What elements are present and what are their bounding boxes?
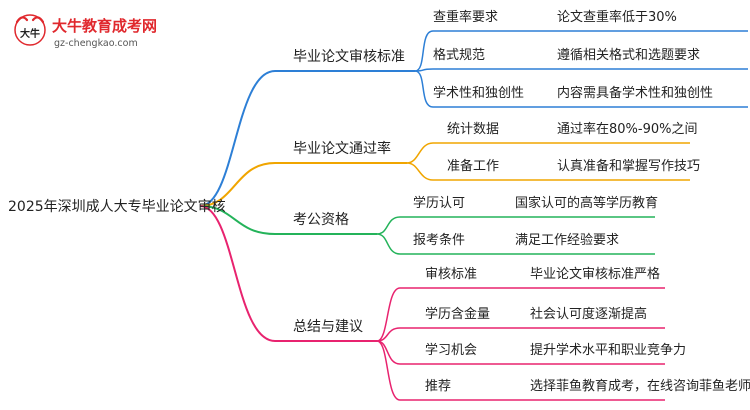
bull-emblem-icon: 大牛 [14, 14, 46, 46]
edge-branch-to-subtopic [376, 216, 401, 235]
detail-text: 内容需具备学术性和独创性 [557, 85, 713, 101]
edge-root-to-branch [199, 162, 276, 207]
subtopic: 查重率要求 [433, 9, 498, 25]
edge-branch-to-subtopic [414, 70, 434, 108]
detail-text: 满足工作经验要求 [515, 232, 619, 248]
mind-map-nodes: 毕业论文审核标准 查重率要求 论文查重率低于30% 格式规范 遵循相关格式和选题要求学术… [293, 9, 750, 394]
edge-branch-to-subtopic [376, 340, 401, 365]
edge-branch-to-subtopic [376, 233, 401, 255]
edge-root-to-branch [199, 70, 276, 207]
site-logo: 大牛 大牛教育成考网 gz-chengkao.com [14, 14, 157, 49]
subtopic: 统计数据 [447, 122, 499, 137]
subtopic: 审核标准 [425, 267, 477, 282]
subtopic: 报考条件 [413, 232, 465, 248]
subtopic: 学历认可 [413, 195, 465, 211]
branch-topic: 考公资格 [293, 212, 349, 228]
subtopic: 准备工作 [447, 158, 499, 174]
logo-emblem-text: 大牛 [20, 27, 40, 40]
detail-text: 遵循相关格式和选题要求 [557, 47, 700, 63]
detail-text: 毕业论文审核标准严格 [530, 266, 660, 282]
edge-branch-to-subtopic [376, 287, 401, 342]
subtopic: 学历含金量 [425, 306, 490, 322]
subtopic: 学术性和独创性 [433, 85, 524, 101]
edge-branch-to-subtopic [414, 30, 434, 72]
logo-title: 大牛教育成考网 [52, 17, 157, 35]
edge-branch-to-subtopic [376, 340, 401, 401]
detail-text: 通过率在80%-90%之间 [557, 121, 697, 137]
subtopic: 格式规范 [433, 47, 485, 63]
detail-text: 认真准备和掌握写作技巧 [557, 158, 700, 174]
root-topic: 2025年深圳成人大专毕业论文审核 [8, 199, 226, 215]
branch-topic: 毕业论文审核标准 [293, 49, 405, 65]
edge-root-to-branch [199, 205, 276, 342]
detail-text: 社会认可度逐渐提高 [530, 306, 647, 322]
subtopic: 学习机会 [425, 342, 477, 358]
branch-topic: 总结与建议 [293, 319, 363, 335]
edge-root-to-branch [199, 205, 276, 235]
connector-lines [199, 30, 748, 401]
logo-url: gz-chengkao.com [54, 38, 138, 49]
detail-text: 选择菲鱼教育成考，在线咨询菲鱼老师 [530, 378, 750, 394]
detail-text: 国家认可的高等学历教育 [515, 195, 658, 211]
edge-branch-to-subtopic [406, 162, 434, 181]
detail-text: 提升学术水平和职业竞争力 [530, 342, 686, 358]
branch-topic: 毕业论文通过率 [293, 140, 391, 157]
detail-text: 论文查重率低于30% [557, 9, 677, 25]
subtopic: 推荐 [425, 379, 451, 394]
edge-branch-to-subtopic [376, 327, 401, 342]
edge-branch-to-subtopic [406, 142, 434, 164]
